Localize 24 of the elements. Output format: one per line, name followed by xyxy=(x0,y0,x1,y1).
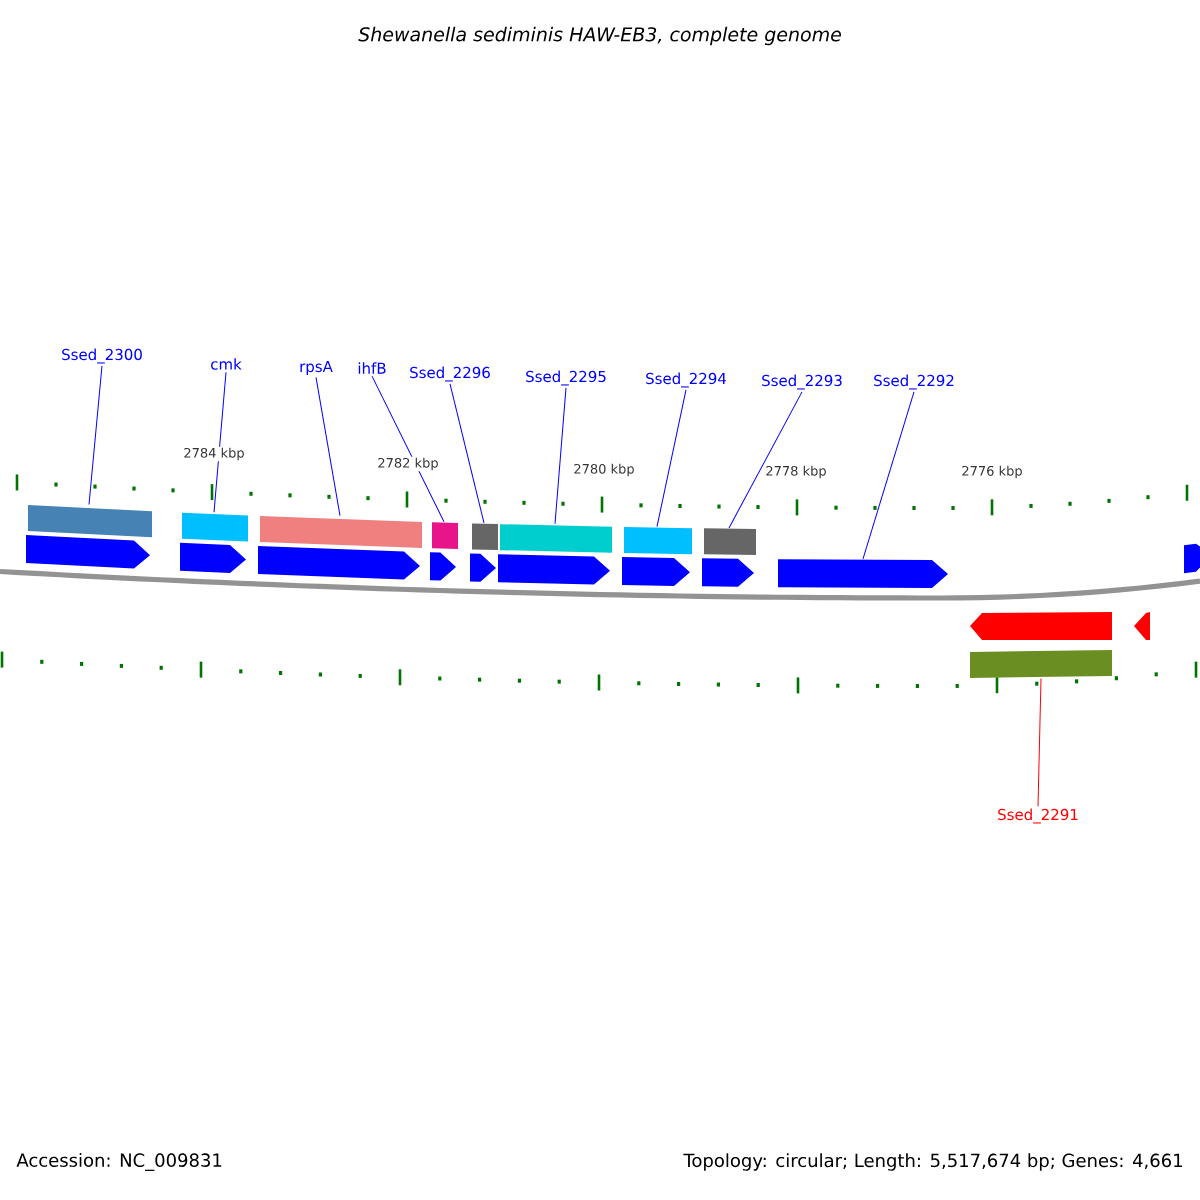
gene-bar xyxy=(622,526,692,586)
leader-line xyxy=(213,371,227,513)
gene-bar xyxy=(258,516,422,580)
gene-bar xyxy=(26,504,152,569)
gene-bar xyxy=(778,559,948,588)
leader-line xyxy=(862,391,915,560)
title: Shewanella sediminis HAW-EB3, complete genome xyxy=(358,26,842,46)
leader-line xyxy=(1037,677,1042,807)
gene-bar xyxy=(970,612,1112,678)
gene-bar xyxy=(702,528,756,587)
gene-bar xyxy=(470,523,498,582)
gene-bar xyxy=(498,524,612,585)
footer-text: Accession: NC_009831 xyxy=(16,1153,222,1171)
leader-line xyxy=(449,383,485,524)
leader-line xyxy=(88,365,103,506)
footer-text: Topology: circular; Length: 5,517,674 bp; Genes: 4,661 xyxy=(683,1153,1182,1171)
gene-bar xyxy=(430,522,458,581)
gene-bar xyxy=(1184,543,1200,574)
gene-bar xyxy=(1134,612,1150,640)
leader-line xyxy=(728,391,803,529)
leader-line xyxy=(371,375,445,523)
leader-line xyxy=(656,389,687,528)
leader-line xyxy=(554,387,567,525)
gene-bar xyxy=(180,512,248,573)
